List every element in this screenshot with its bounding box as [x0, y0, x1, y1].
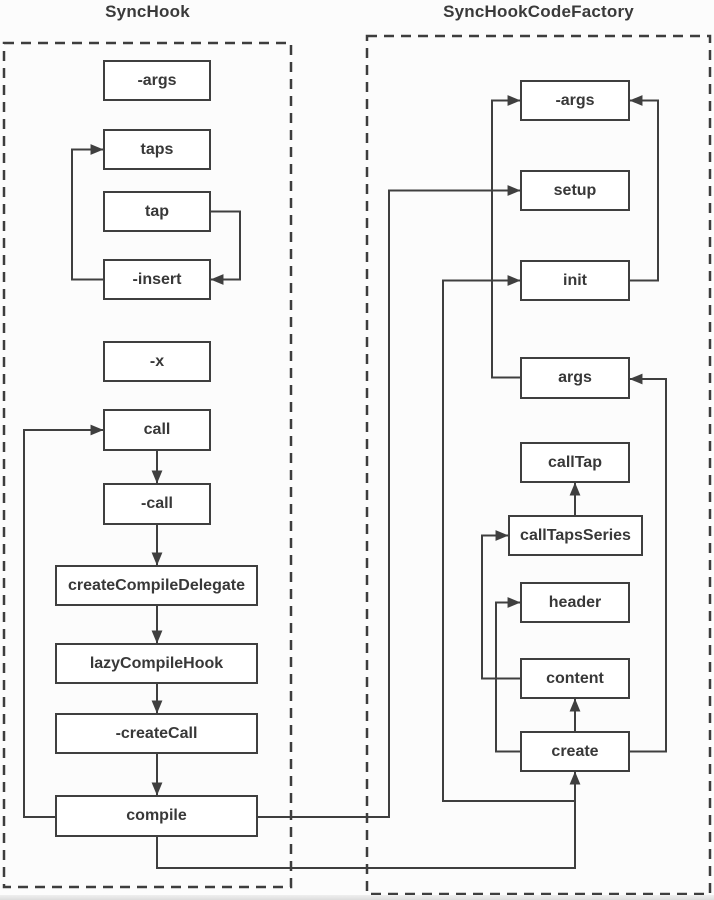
shcf-node-init: init	[520, 260, 630, 301]
sh-node-compile: compile	[55, 795, 258, 837]
edge-init-to-args2	[629, 95, 659, 282]
sh-node-taps: taps	[103, 129, 211, 170]
edge-compile-to-call	[23, 424, 104, 818]
shcf-node-calltapsseries: callTapsSeries	[508, 515, 643, 556]
synchook-boundary	[2, 41, 293, 889]
synchookcodefactory-boundary	[365, 34, 712, 896]
edge-tap-to-insert	[210, 210, 241, 285]
sh-node--insert: -insert	[103, 259, 211, 300]
sh-node--x: -x	[103, 341, 211, 382]
shcf-node-header: header	[520, 582, 630, 623]
sh-node-tap: tap	[103, 191, 211, 232]
shcf-node-setup: setup	[520, 170, 630, 211]
edge-create-to-header	[495, 597, 521, 753]
edge-compile-to-setup	[258, 185, 521, 818]
edge-args-to-args2	[491, 95, 521, 379]
shcf-node-calltap: callTap	[520, 442, 630, 483]
synchook-title: SyncHook	[105, 2, 190, 21]
shcf-node-content: content	[520, 658, 630, 699]
shcf-node-create: create	[520, 731, 630, 772]
edge-content-to-calltapsseries	[481, 530, 520, 680]
sh-node-lazycompilehook: lazyCompileHook	[55, 643, 258, 684]
shcf-node-args: args	[520, 357, 630, 399]
sh-node--createcall: -createCall	[55, 713, 258, 754]
sh-node--args: -args	[103, 60, 211, 101]
synchookcodefactory-title: SyncHookCodeFactory	[443, 2, 634, 21]
edge-insert-to-taps	[71, 144, 104, 281]
edge-create-to-args	[629, 373, 667, 753]
sh-node--call: -call	[103, 483, 211, 525]
sh-node-createcompiledelegate: createCompileDelegate	[55, 565, 258, 606]
sh-node-call: call	[103, 409, 211, 451]
edge-compile-to-create	[156, 771, 581, 869]
edge-branch-to-init	[442, 275, 575, 802]
bottom-edge-strip	[0, 895, 714, 900]
shcf-node--args: -args	[520, 80, 630, 121]
